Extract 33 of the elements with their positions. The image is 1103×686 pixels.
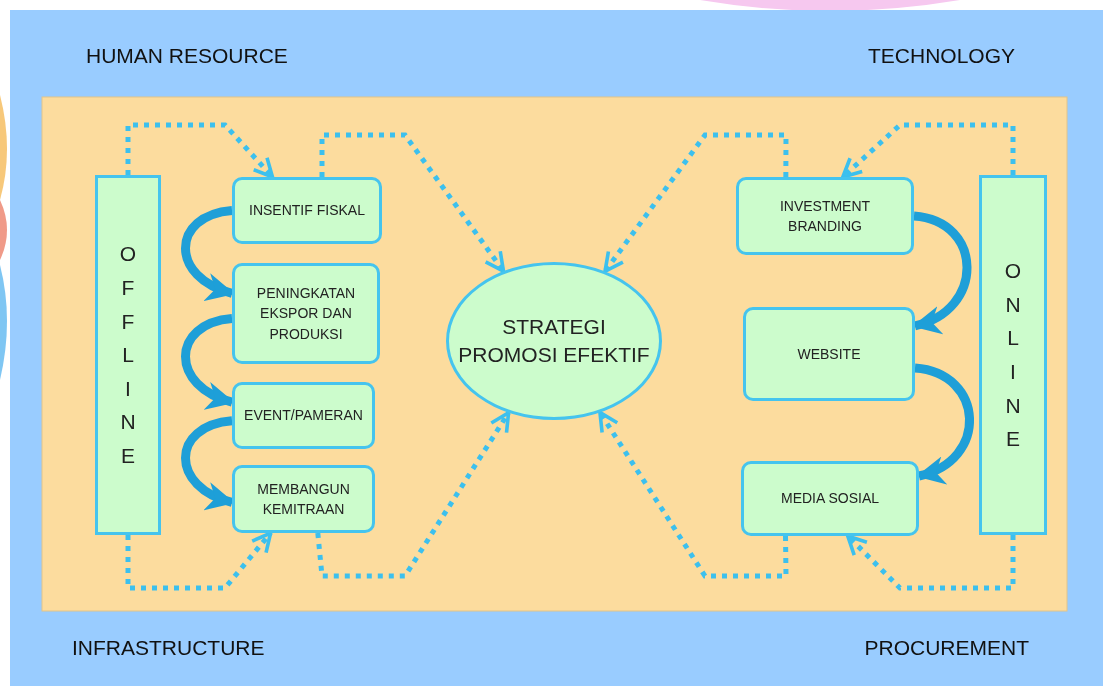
process-box — [232, 177, 382, 244]
curved-arrow — [912, 211, 972, 332]
process-box — [736, 177, 914, 255]
corner-label: TECHNOLOGY — [867, 44, 1015, 68]
category-bar — [979, 175, 1047, 535]
dotted-arrow — [603, 132, 789, 274]
process-box — [232, 465, 375, 533]
corner-label: HUMAN RESOURCE — [86, 44, 288, 68]
box-text: STRATEGI PROMOSI EFEKTIF — [457, 313, 651, 368]
process-box — [741, 461, 919, 536]
category-bar — [95, 175, 161, 535]
dotted-arrow — [597, 410, 789, 579]
dotted-arrow — [319, 132, 506, 273]
dotted-arrow — [846, 534, 1016, 591]
box-text: WEBSITE — [796, 344, 862, 364]
corner-label: PROCUREMENT — [864, 636, 1029, 660]
corner-label: INFRASTRUCTURE — [72, 636, 265, 660]
process-box — [743, 307, 915, 401]
box-text: OFFLINE — [121, 241, 135, 469]
box-text: MEDIA SOSIAL — [779, 489, 880, 509]
dotted-arrow — [315, 410, 511, 579]
dotted-arrow — [841, 122, 1016, 179]
box-text: MEMBANGUN KEMITRAAN — [256, 479, 351, 519]
box-text: INSENTIF FISKAL — [248, 201, 366, 221]
curved-arrow — [914, 363, 974, 482]
box-text: EVENT/PAMERAN — [243, 406, 364, 426]
dotted-arrow — [125, 122, 275, 179]
box-text: ONLINE — [1006, 258, 1020, 453]
process-box — [232, 263, 380, 364]
dotted-arrow — [125, 531, 273, 591]
box-text: INVESTMENT BRANDING — [778, 196, 872, 236]
process-box — [232, 382, 375, 449]
box-text: PENINGKATAN EKSPOR DAN PRODUKSI — [255, 284, 357, 344]
